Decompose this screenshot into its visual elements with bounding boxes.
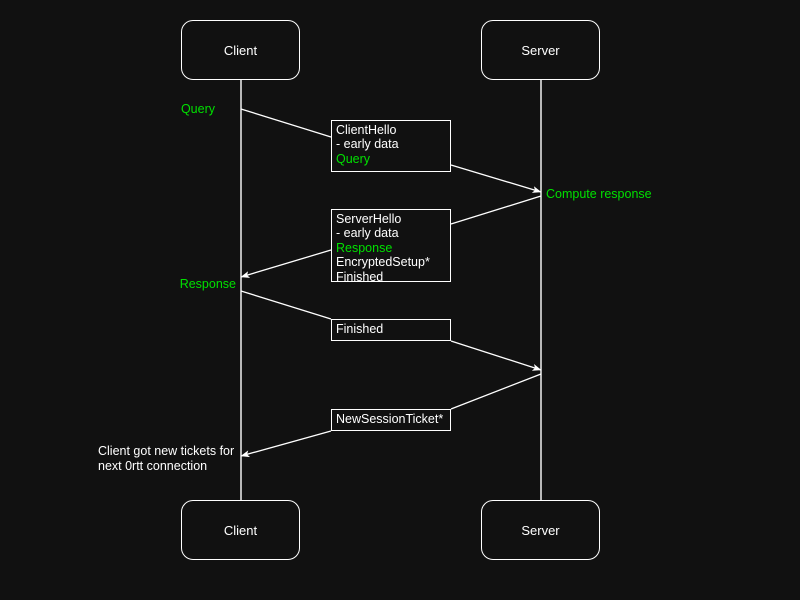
actor-box-server-bottom[interactable]: Server xyxy=(481,500,600,560)
actor-label-server-top: Server xyxy=(521,42,560,58)
server-hello-line-5: Finished xyxy=(336,269,384,284)
message-box-new-session-ticket[interactable]: NewSessionTicket* xyxy=(331,409,451,431)
arrow-finished-to-server xyxy=(450,340,542,371)
server-hello-line-3: Response xyxy=(336,240,393,255)
arrow-query-to-box xyxy=(240,108,332,138)
client-hello-line-3: Query xyxy=(336,151,371,166)
message-box-finished[interactable]: Finished xyxy=(331,319,451,341)
label-compute-response: Compute response xyxy=(546,187,652,201)
server-hello-line-2: - early data xyxy=(336,226,399,241)
label-query: Query xyxy=(180,102,215,116)
note-client-new-tickets: Client got new tickets for next 0rtt con… xyxy=(98,444,278,474)
arrow-client-to-finished xyxy=(240,290,332,320)
actor-label-client-bottom: Client xyxy=(223,522,258,538)
actor-box-server-top[interactable]: Server xyxy=(481,20,600,80)
message-box-server-hello[interactable]: ServerHello - early data Response Encryp… xyxy=(331,209,451,284)
finished-line-1: Finished xyxy=(336,322,384,336)
arrow-serverhello-to-client xyxy=(240,249,332,278)
actor-label-server-bottom: Server xyxy=(521,522,560,538)
server-hello-line-4: EncryptedSetup* xyxy=(336,255,430,270)
arrow-server-to-serverhello xyxy=(450,195,542,225)
ticket-line-1: NewSessionTicket* xyxy=(336,412,444,426)
message-box-client-hello[interactable]: ClientHello - early data Query xyxy=(331,120,451,172)
server-hello-line-1: ServerHello xyxy=(336,212,402,226)
arrow-clienthello-to-server xyxy=(450,164,542,193)
client-hello-line-1: ClientHello xyxy=(336,123,397,137)
actor-box-client-top[interactable]: Client xyxy=(181,20,300,80)
label-response: Response xyxy=(179,277,236,291)
arrow-server-to-ticket xyxy=(450,373,542,410)
actor-box-client-bottom[interactable]: Client xyxy=(181,500,300,560)
note-line-1: Client got new tickets for xyxy=(98,444,235,458)
actor-label-client-top: Client xyxy=(223,42,258,58)
note-line-2: next 0rtt connection xyxy=(98,459,208,473)
client-hello-line-2: - early data xyxy=(336,137,399,152)
